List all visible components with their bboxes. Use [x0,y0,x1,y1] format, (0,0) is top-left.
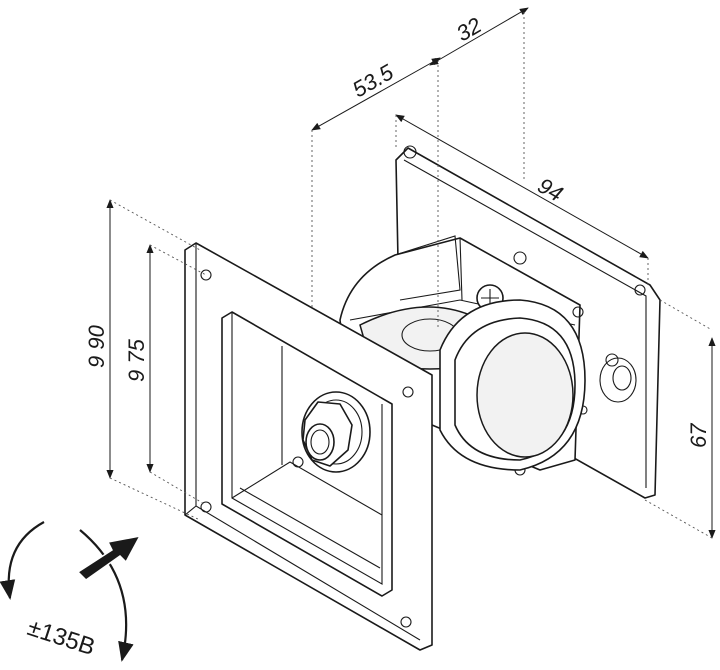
rotation-label: ±135B [24,614,98,661]
rotate-cw-arrow-icon [79,529,134,662]
dimension-lines [106,7,716,539]
dimension-label-90: 9 90 [84,324,109,368]
dimension-label-32: 32 [452,12,486,46]
rotation-indicator: ±135B [0,521,142,662]
dimension-label-94: 94 [534,173,568,207]
tension-knob [439,299,586,471]
vesa-front-plate [184,242,433,651]
rotate-ccw-arrow-icon [0,521,45,600]
dimension-label-67: 67 [686,423,711,448]
dimension-label-75: 9 75 [124,338,149,382]
direction-arrow-icon [76,534,142,581]
center-nut-icon [301,391,371,473]
